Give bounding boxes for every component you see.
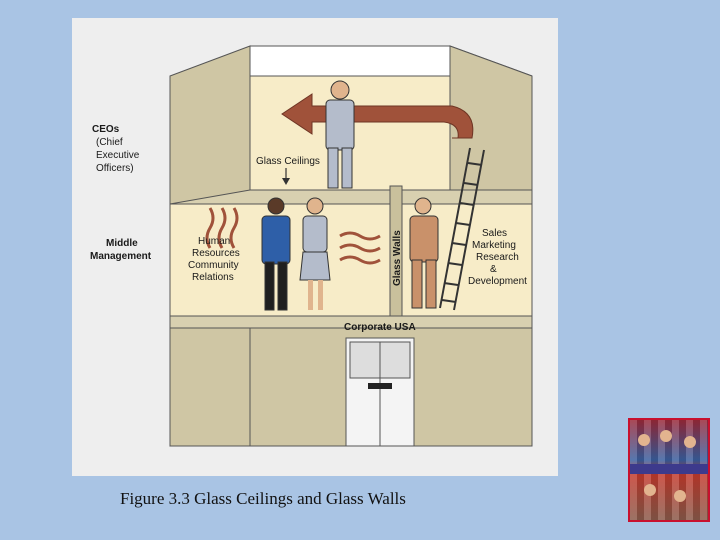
ceo-label-line2: (Chief (96, 137, 123, 148)
right-dept-line2: Marketing (472, 240, 516, 251)
ceo-label-line3: Executive (96, 150, 140, 161)
left-dept-line3: Community (188, 260, 239, 271)
middle-label-line2: Management (90, 251, 152, 262)
figure-panel: CEOs (Chief Executive Officers) Middle M… (72, 18, 558, 476)
middle-label-line1: Middle (106, 238, 138, 249)
right-dept-line4: & (490, 264, 497, 275)
left-dept-line4: Relations (192, 272, 234, 283)
glass-ceiling-diagram: CEOs (Chief Executive Officers) Middle M… (72, 18, 558, 476)
book-cover-thumbnail (628, 418, 710, 522)
ceo-label-line4: Officers) (96, 163, 134, 174)
glass-walls-label: Glass Walls (392, 230, 403, 286)
ceo-label-line1: CEOs (92, 124, 120, 135)
figure-caption: Figure 3.3 Glass Ceilings and Glass Wall… (120, 489, 540, 509)
lower-left-wall (170, 328, 250, 446)
right-dept-line3: Research (476, 252, 519, 263)
left-dept-line1: Human (198, 236, 230, 247)
left-dept-line2: Resources (192, 248, 240, 259)
book-cover-title-band (630, 464, 708, 474)
elevator-sign (368, 383, 392, 389)
glass-ceiling-label: Glass Ceilings (256, 156, 320, 167)
right-dept-line1: Sales (482, 228, 507, 239)
right-dept-line5: Development (468, 276, 527, 287)
corporate-usa-label: Corporate USA (344, 322, 416, 333)
